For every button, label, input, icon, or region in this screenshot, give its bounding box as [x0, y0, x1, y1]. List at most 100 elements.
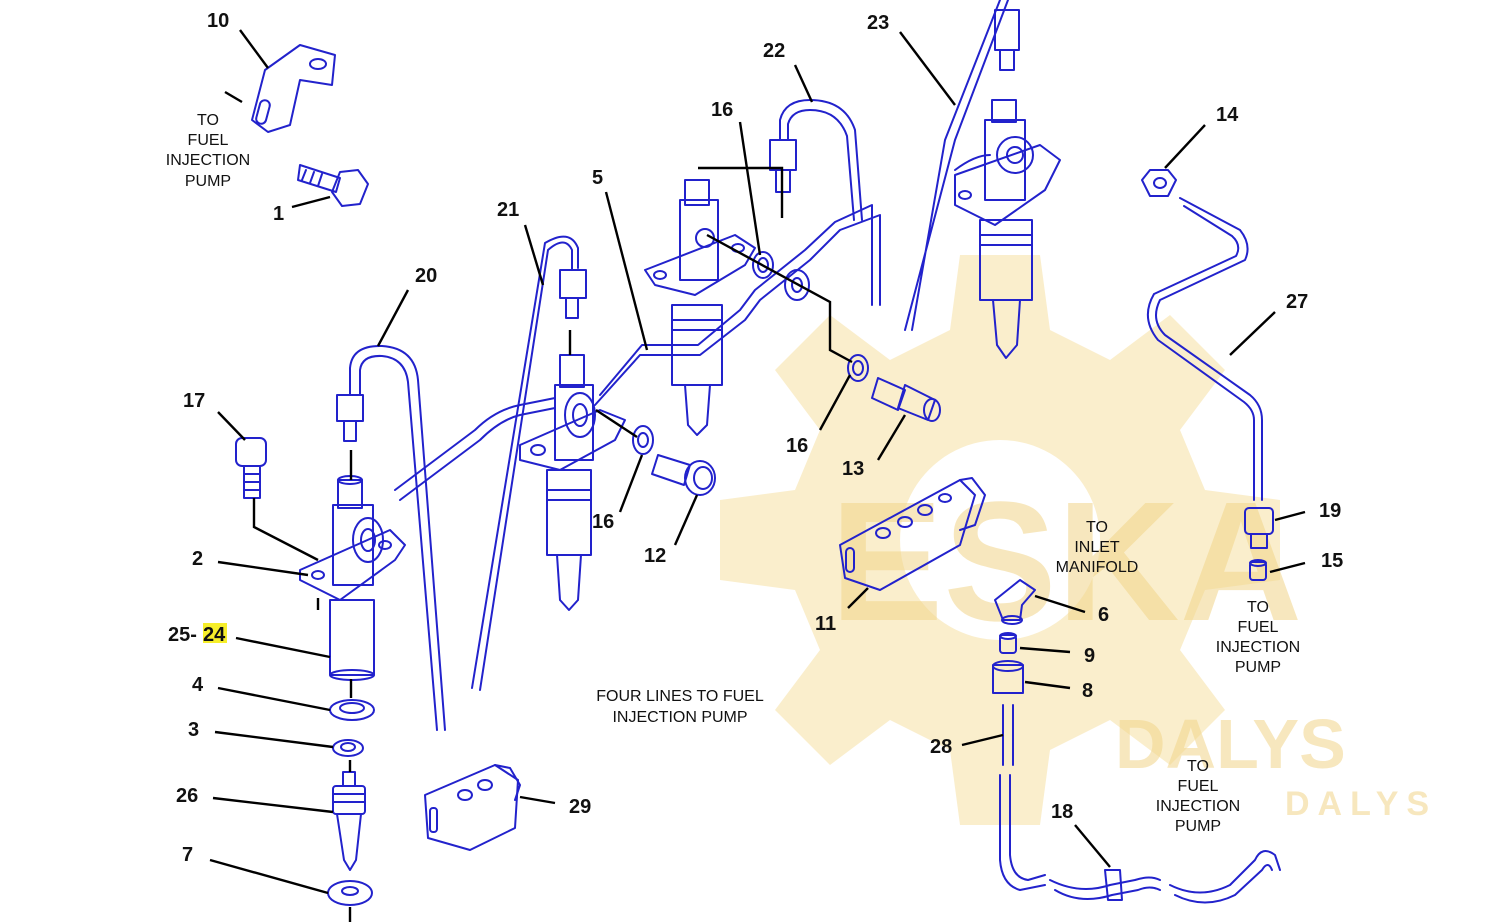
clamp-29	[424, 764, 521, 851]
note-to-fuel-pump-bottom: TO FUEL INJECTION PUMP	[1156, 758, 1240, 835]
svg-text:TO: TO	[197, 112, 219, 129]
injector-middle	[519, 354, 626, 611]
callout-17: 17	[183, 390, 205, 412]
fuel-line-23	[904, 0, 1009, 331]
svg-text:TO: TO	[1187, 758, 1209, 775]
callout-3: 3	[188, 719, 199, 741]
line-21-nut	[559, 269, 587, 319]
washer-16b	[784, 269, 810, 301]
fitting-19	[1244, 507, 1274, 549]
nut-14	[1141, 169, 1177, 197]
callouts: 10 1 17 2 25- 24 4 3 26 7 20 21 5 16 22 …	[168, 10, 1343, 866]
banjo-bolt-13	[871, 377, 941, 422]
callout-9: 9	[1084, 645, 1095, 667]
note-to-fuel-pump-right: TO FUEL INJECTION PUMP	[1216, 599, 1300, 676]
svg-text:TO: TO	[1247, 599, 1269, 616]
watermark-sub: DALYS	[1115, 705, 1346, 783]
callout-13: 13	[842, 458, 864, 480]
washer-3	[332, 739, 364, 757]
line-23-branch	[954, 154, 991, 171]
washer-16c	[847, 354, 869, 382]
callout-21: 21	[497, 199, 519, 221]
line-18-hose	[1049, 876, 1161, 900]
washer-16d	[632, 425, 654, 455]
watermark-sub2: DALYS	[1285, 785, 1437, 823]
banjo-bolt-12	[651, 454, 716, 496]
callout-11: 11	[815, 613, 836, 635]
note-four-lines: FOUR LINES TO FUEL INJECTION PUMP	[596, 688, 764, 726]
svg-text:INLET: INLET	[1074, 539, 1120, 556]
fuel-line-5	[394, 204, 881, 501]
svg-text:FUEL: FUEL	[1178, 778, 1219, 795]
svg-text:INJECTION: INJECTION	[1156, 798, 1240, 815]
watermark-brand: ESKA	[830, 467, 1302, 657]
watermark-gear	[720, 255, 1280, 825]
clip-18	[1104, 869, 1123, 901]
fuel-line-27	[1147, 197, 1263, 501]
callout-4: 4	[192, 674, 204, 696]
injector-left	[299, 475, 406, 681]
callout-26: 26	[176, 785, 198, 807]
callout-20: 20	[415, 265, 437, 287]
washer-7	[327, 880, 373, 906]
callout-12: 12	[644, 545, 666, 567]
callout-7: 7	[182, 844, 193, 866]
callout-2: 2	[192, 548, 203, 570]
callout-5: 5	[592, 167, 603, 189]
washer-16a	[752, 251, 774, 279]
callout-16a: 16	[711, 99, 733, 121]
callout-24: 24	[203, 624, 226, 646]
callout-16b: 16	[786, 435, 808, 457]
svg-text:MANIFOLD: MANIFOLD	[1056, 559, 1139, 576]
clamp-11	[839, 477, 986, 591]
callout-27: 27	[1286, 291, 1308, 313]
watermark: ESKA DALYS DALYS	[720, 255, 1437, 825]
svg-text:TO: TO	[1086, 519, 1108, 536]
svg-text:PUMP: PUMP	[1175, 818, 1221, 835]
return-hose	[1169, 850, 1281, 904]
callout-6: 6	[1098, 604, 1109, 626]
callout-24-highlight	[203, 623, 227, 643]
injector-right	[954, 99, 1061, 359]
callout-23: 23	[867, 12, 889, 34]
fuel-line-20	[349, 344, 446, 731]
fitting-15	[1249, 559, 1267, 581]
callout-1: 1	[273, 203, 284, 225]
elbow-6	[994, 579, 1036, 625]
fitting-9	[999, 632, 1017, 654]
line-23-nut	[994, 9, 1020, 71]
injector-center	[644, 179, 756, 436]
nozzle-26	[332, 771, 366, 871]
callout-14: 14	[1216, 104, 1239, 126]
callout-15: 15	[1321, 550, 1343, 572]
svg-text:INJECTION PUMP: INJECTION PUMP	[612, 709, 747, 726]
callout-19: 19	[1319, 500, 1341, 522]
note-to-inlet-manifold: TO INLET MANIFOLD	[1056, 519, 1139, 576]
callout-18: 18	[1051, 801, 1073, 823]
callout-10: 10	[207, 10, 229, 32]
callout-29: 29	[569, 796, 591, 818]
svg-text:FUEL: FUEL	[1238, 619, 1279, 636]
svg-text:INJECTION: INJECTION	[1216, 639, 1300, 656]
washer-4	[329, 699, 375, 721]
fuel-line-21	[471, 235, 579, 691]
bolt-1	[297, 164, 369, 207]
note-to-fuel-pump-top: TO FUEL INJECTION PUMP	[166, 112, 250, 190]
svg-text:PUMP: PUMP	[185, 173, 231, 190]
callout-28: 28	[930, 736, 952, 758]
fuel-line-22	[779, 99, 863, 221]
line-20-nut	[336, 394, 364, 442]
svg-text:PUMP: PUMP	[1235, 659, 1281, 676]
svg-text:FUEL: FUEL	[188, 132, 229, 149]
callout-16c: 16	[592, 511, 614, 533]
bolt-17	[235, 437, 267, 499]
leader-lines	[209, 29, 1306, 922]
svg-text:FOUR LINES TO FUEL: FOUR LINES TO FUEL	[596, 688, 764, 705]
callout-22: 22	[763, 40, 785, 62]
callout-25: 25-	[168, 624, 197, 646]
bracket-10	[251, 44, 336, 133]
callout-8: 8	[1082, 680, 1093, 702]
nut-8	[992, 660, 1024, 694]
